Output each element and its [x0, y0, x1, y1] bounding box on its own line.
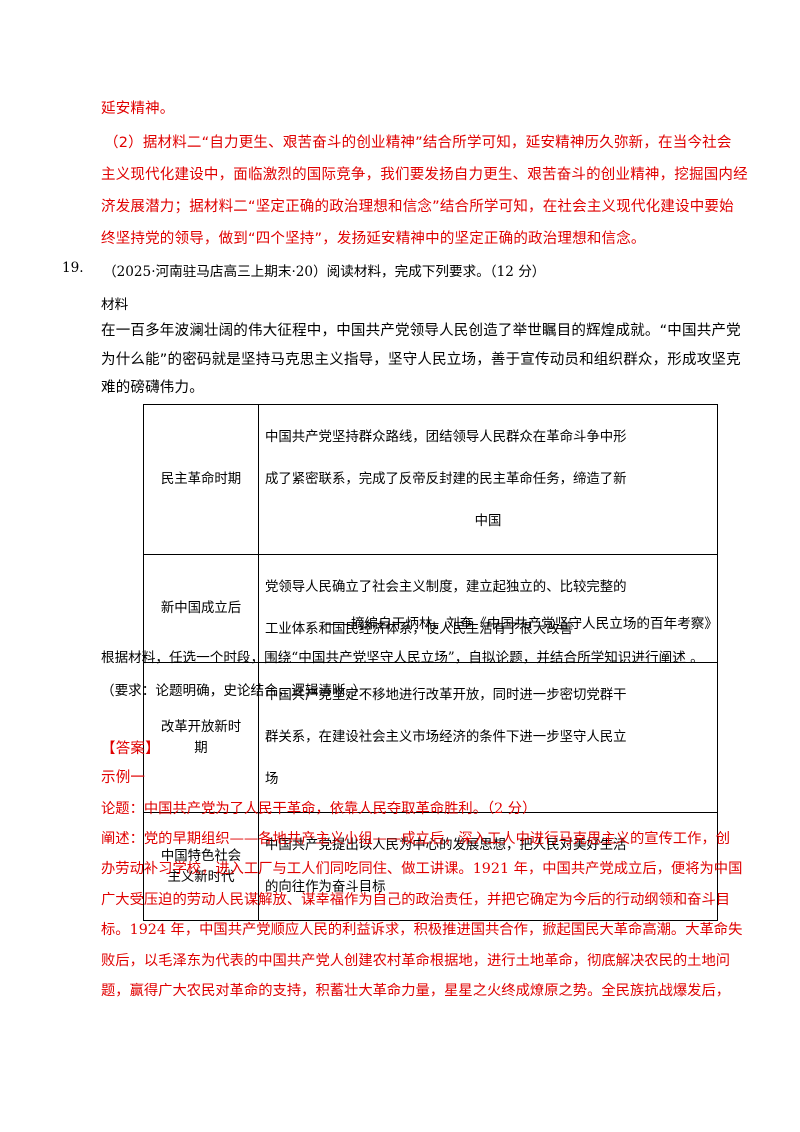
period-line: 期 [194, 740, 208, 756]
question-number: 19. [62, 260, 84, 276]
table-row: 新中国成立后 党领导人民确立了社会主义制度，建立起独立的、比较完整的 工业体系和… [143, 554, 718, 663]
period-line: 中国特色社会 [160, 848, 242, 864]
description-line: 群关系，在建设社会主义市场经济的条件下进一步坚守人民立 [265, 730, 627, 745]
description-cell: 中国共产党坚持群众路线，团结领导人民群众在革命斗争中形 成了紧密联系，完成了反帝… [258, 404, 718, 555]
prev-answer-line: 终坚持党的领导，做到“四个坚持”，发扬延安精神中的坚定正确的政治理想和信念。 [101, 231, 646, 247]
material-text-line: 为什么能”的密码就是坚持马克思主义指导，坚守人民立场，善于宣传动员和组织群众，形… [101, 352, 741, 368]
prev-answer-line: 济发展潜力；据材料二“坚定正确的政治理想和信念”结合所学可知，在社会主义现代化建… [101, 199, 734, 215]
task-text: 根据材料，任选一个时段，围绕“中国共产党坚守人民立场”，自拟论题，并结合所学知识… [101, 650, 704, 666]
period-cell: 新中国成立后 [143, 554, 259, 663]
table-row: 民主革命时期 中国共产党坚持群众路线，团结领导人民群众在革命斗争中形 成了紧密联… [143, 404, 718, 555]
material-text-line: 在一百多年波澜壮阔的伟大征程中，中国共产党领导人民创造了举世瞩目的辉煌成就。“中… [101, 323, 741, 339]
description-line: 中国共产党坚定不移地进行改革开放，同时进一步密切党群干 [265, 688, 627, 703]
material-source: ——摘编自干炳林、刘奎《中国共产党坚守人民立场的百年考察》 [323, 616, 718, 632]
prev-answer-line: 延安精神。 [101, 101, 175, 117]
description-cell: 党领导人民确立了社会主义制度，建立起独立的、比较完整的 工业体系和国民经济体系，… [258, 554, 718, 663]
description-line: 党领导人民确立了社会主义制度，建立起独立的、比较完整的 [265, 580, 627, 595]
answer-thesis: 论题：中国共产党为了人民干革命，依靠人民夺取革命胜利。（2 分） [101, 801, 537, 817]
table-row: 改革开放新时 期 中国共产党坚定不移地进行改革开放，同时进一步密切党群干 群关系… [143, 662, 718, 813]
answer-example: 示例一 [101, 770, 146, 786]
periods-table: 民主革命时期 中国共产党坚持群众路线，团结领导人民群众在革命斗争中形 成了紧密联… [143, 404, 718, 921]
description-cell: 中国共产党坚定不移地进行改革开放，同时进一步密切党群干 群关系，在建设社会主义市… [258, 662, 718, 813]
answer-line: 广大受压迫的劳动人民谋解放、谋幸福作为自己的政治责任，并把它确定为今后的行动纲领… [101, 892, 731, 908]
description-line: 成了紧密联系，完成了反帝反封建的民主革命任务，缔造了新 [265, 472, 627, 487]
description-line: 中国 [474, 514, 502, 529]
period-line: 主义新时代 [167, 869, 235, 885]
material-label: 材料 [101, 297, 129, 313]
task-requirement: （要求：论题明确，史论结合，逻辑清晰。） [101, 683, 367, 699]
description-line: 的向往作为奋斗目标 [265, 880, 386, 895]
description-cell: 中国共产党提出以人民为中心的发展思想，把人民对美好生活 的向往作为奋斗目标 [258, 812, 718, 921]
question-header: （2025·河南驻马店高三上期末·20）阅读材料，完成下列要求。（12 分） [103, 264, 546, 280]
period-cell: 中国特色社会 主义新时代 [143, 812, 259, 921]
answer-line: 标。1924 年，中国共产党顺应人民的利益诉求，积极推进国共合作，掀起国民大革命… [101, 922, 743, 938]
description-line: 中国共产党提出以人民为中心的发展思想，把人民对美好生活 [265, 838, 627, 853]
prev-answer-line: 主义现代化建设中，面临激烈的国际竞争，我们要发扬自力更生、艰苦奋斗的创业精神，挖… [101, 167, 748, 183]
material-text-line: 难的磅礴伟力。 [101, 380, 204, 396]
period-cell: 民主革命时期 [143, 404, 259, 555]
description-line: 中国共产党坚持群众路线，团结领导人民群众在革命斗争中形 [265, 430, 627, 445]
answer-label: 【答案】 [101, 741, 160, 757]
period-cell: 改革开放新时 期 [143, 662, 259, 813]
answer-line: 败后，以毛泽东为代表的中国共产党人创建农村革命根据地，进行土地革命，彻底解决农民… [101, 953, 731, 969]
answer-line: 题，赢得广大农民对革命的支持，积蓄壮大革命力量，星星之火终成燎原之势。全民族抗战… [101, 983, 731, 999]
description-line: 工业体系和国民经济体系，使人民生活有了很大改善 [265, 622, 573, 637]
answer-line: 办劳动补习学校，进入工厂与工人们同吃同住、做工讲课。1921 年，中国共产党成立… [101, 861, 743, 877]
table-row: 中国特色社会 主义新时代 中国共产党提出以人民为中心的发展思想，把人民对美好生活… [143, 812, 718, 921]
prev-answer-line: （2）据材料二“自力更生、艰苦奋斗的创业精神”结合所学可知，延安精神历久弥新，在… [104, 135, 732, 151]
period-line: 改革开放新时 [160, 719, 242, 735]
description-line: 场 [265, 772, 279, 787]
answer-line: 阐述：党的早期组织——各地共产主义小组——成立后，深入工人中进行马克思主义的宣传… [101, 831, 731, 847]
